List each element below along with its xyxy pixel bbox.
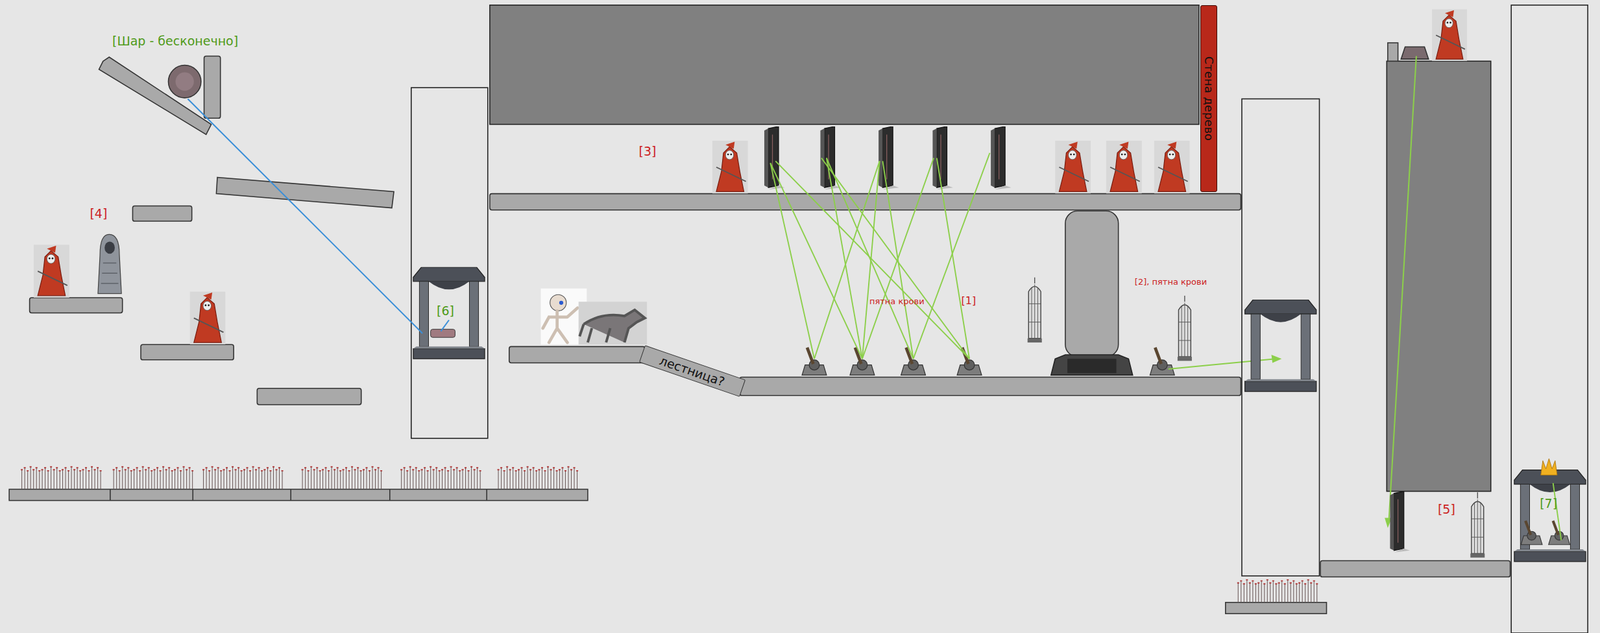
wall-bar: Стена дерево: [1200, 5, 1218, 193]
callout-label: [5]: [1437, 502, 1456, 518]
callout-label: [7]: [1539, 496, 1558, 512]
node-text: Стена дерево: [1202, 56, 1216, 141]
callout-label: пятна крови: [869, 297, 925, 307]
callout-label: [6]: [436, 304, 455, 319]
callout-label: [4]: [89, 206, 108, 222]
callout-label: [3]: [639, 144, 657, 159]
callout-label: [Шар - бесконечно]: [112, 34, 239, 49]
callout-label: [1]: [960, 295, 976, 307]
ramp-band: лестница?: [638, 345, 745, 398]
node-text: лестница?: [657, 354, 727, 390]
callout-label: [2], пятна крови: [1134, 277, 1207, 288]
